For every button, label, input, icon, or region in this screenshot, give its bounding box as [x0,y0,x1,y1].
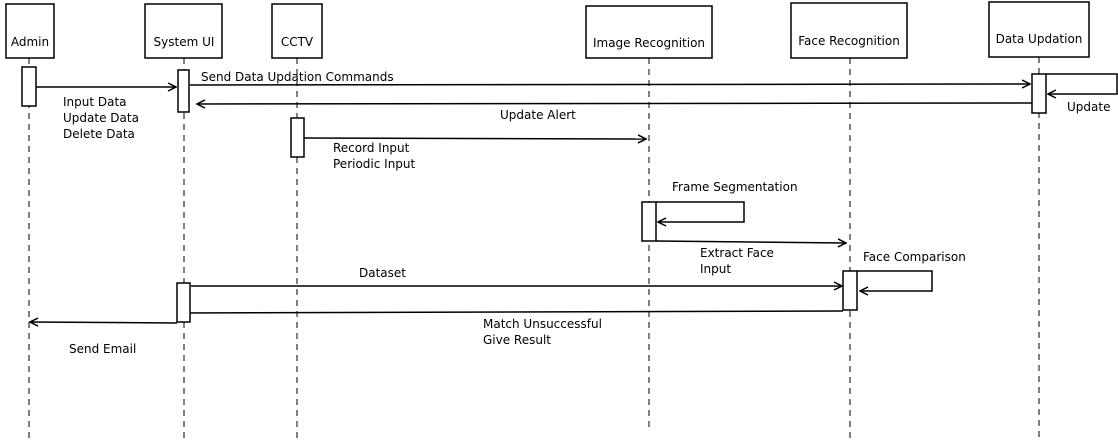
label-extract-face-input: Input [700,262,731,276]
label-update-alert: Update Alert [500,108,576,122]
message-update-alert-arrow [197,103,1033,104]
message-extract-face-arrow [655,241,846,243]
message-send-email-arrow [30,322,178,323]
participant-system-ui-label: System UI [154,35,215,49]
activation-cctv [290,117,305,158]
participant-data-updation: Data Updation [988,1,1090,58]
label-dataset: Dataset [359,266,406,280]
label-extract-face: Extract Face [700,246,774,260]
activation-image-recognition [641,201,657,242]
label-face-comparison: Face Comparison [863,250,966,264]
label-delete-data: Delete Data [63,127,135,141]
label-give-result: Give Result [483,333,551,347]
message-cctv-input-arrow [303,138,646,139]
participant-admin: Admin [5,3,55,59]
message-match-unsuccessful-arrow [179,311,844,313]
label-match-unsuccessful: Match Unsuccessful [483,317,602,331]
label-frame-segmentation: Frame Segmentation [672,180,798,194]
activation-admin [21,66,37,107]
label-update-self: Update [1067,100,1110,114]
participant-system-ui: System UI [144,3,223,59]
label-periodic-input: Periodic Input [333,157,416,171]
participant-face-recognition: Face Recognition [790,2,908,59]
message-face-comparison-arrow [857,270,933,291]
label-send-commands: Send Data Updation Commands [201,70,394,84]
participant-cctv-label: CCTV [281,35,314,49]
activation-data-updation [1031,73,1047,114]
activation-system-ui-2 [176,282,191,323]
participant-image-recognition-label: Image Recognition [593,36,705,50]
participant-cctv: CCTV [271,3,323,59]
activation-face-recognition [842,270,858,311]
participant-admin-label: Admin [11,35,49,49]
participant-image-recognition: Image Recognition [585,5,713,59]
activation-system-ui-1 [177,69,190,113]
label-send-email: Send Email [69,342,136,356]
participant-face-recognition-label: Face Recognition [798,34,900,48]
participant-data-updation-label: Data Updation [996,32,1083,46]
message-frame-segmentation-arrow [656,201,745,222]
message-update-self-arrow [1046,73,1118,94]
message-send-commands-arrow [189,84,1030,85]
label-update-data: Update Data [63,111,139,125]
label-input-data: Input Data [63,95,127,109]
label-record-input: Record Input [333,141,410,155]
